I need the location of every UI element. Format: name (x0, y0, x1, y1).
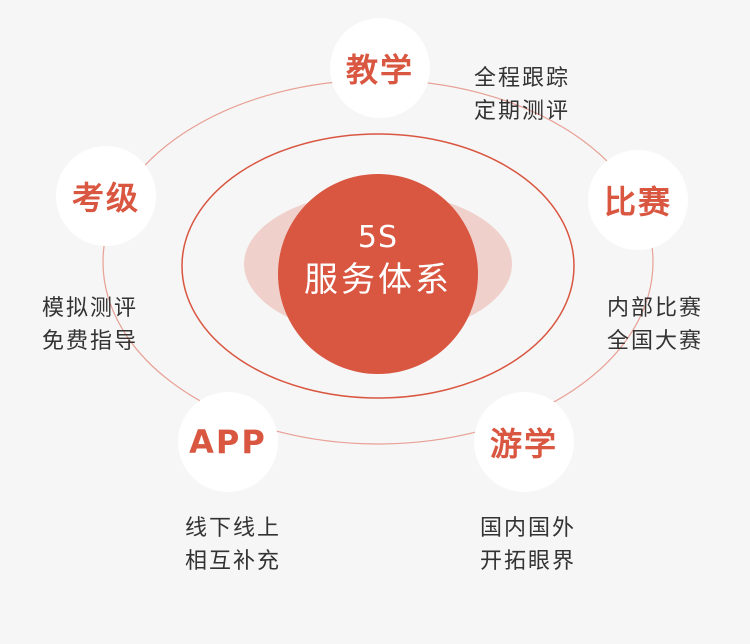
center-circle (278, 174, 478, 374)
node-exam-label: 考级 (71, 179, 140, 217)
node-exam-line-1: 模拟测评 (42, 296, 139, 321)
node-teaching-line-2: 定期测评 (474, 99, 571, 124)
node-study-tour-line-2: 开拓眼界 (480, 549, 577, 574)
node-teaching-line-1: 全程跟踪 (474, 66, 571, 91)
node-app-line-1: 线下线上 (185, 516, 282, 541)
node-competition-line-2: 全国大赛 (607, 329, 704, 354)
node-app-label: APP (189, 423, 267, 461)
node-app-line-2: 相互补充 (185, 549, 282, 574)
node-competition-desc: 内部比赛 全国大赛 (607, 292, 703, 358)
node-exam-line-2: 免费指导 (42, 329, 139, 354)
node-study-tour-line-1: 国内国外 (480, 516, 577, 541)
node-competition-line-1: 内部比赛 (607, 296, 704, 321)
node-study-tour: 游学 (474, 392, 574, 492)
node-exam-desc: 模拟测评 免费指导 (42, 292, 138, 358)
center-subtitle: 服务体系 (304, 260, 452, 300)
node-competition-label: 比赛 (603, 183, 672, 221)
node-teaching: 教学 (330, 18, 430, 118)
node-teaching-desc: 全程跟踪 定期测评 (474, 62, 570, 128)
node-app-desc: 线下线上 相互补充 (185, 512, 281, 578)
node-exam: 考级 (56, 146, 156, 246)
node-app: APP (178, 392, 278, 492)
node-study-tour-label: 游学 (489, 425, 558, 463)
center-title: 5S (357, 220, 399, 255)
node-study-tour-desc: 国内国外 开拓眼界 (480, 512, 576, 578)
center-label: 5S 服务体系 (278, 218, 478, 302)
node-teaching-label: 教学 (345, 51, 414, 89)
inner-orbit-ring (181, 133, 575, 399)
node-competition: 比赛 (588, 150, 688, 250)
